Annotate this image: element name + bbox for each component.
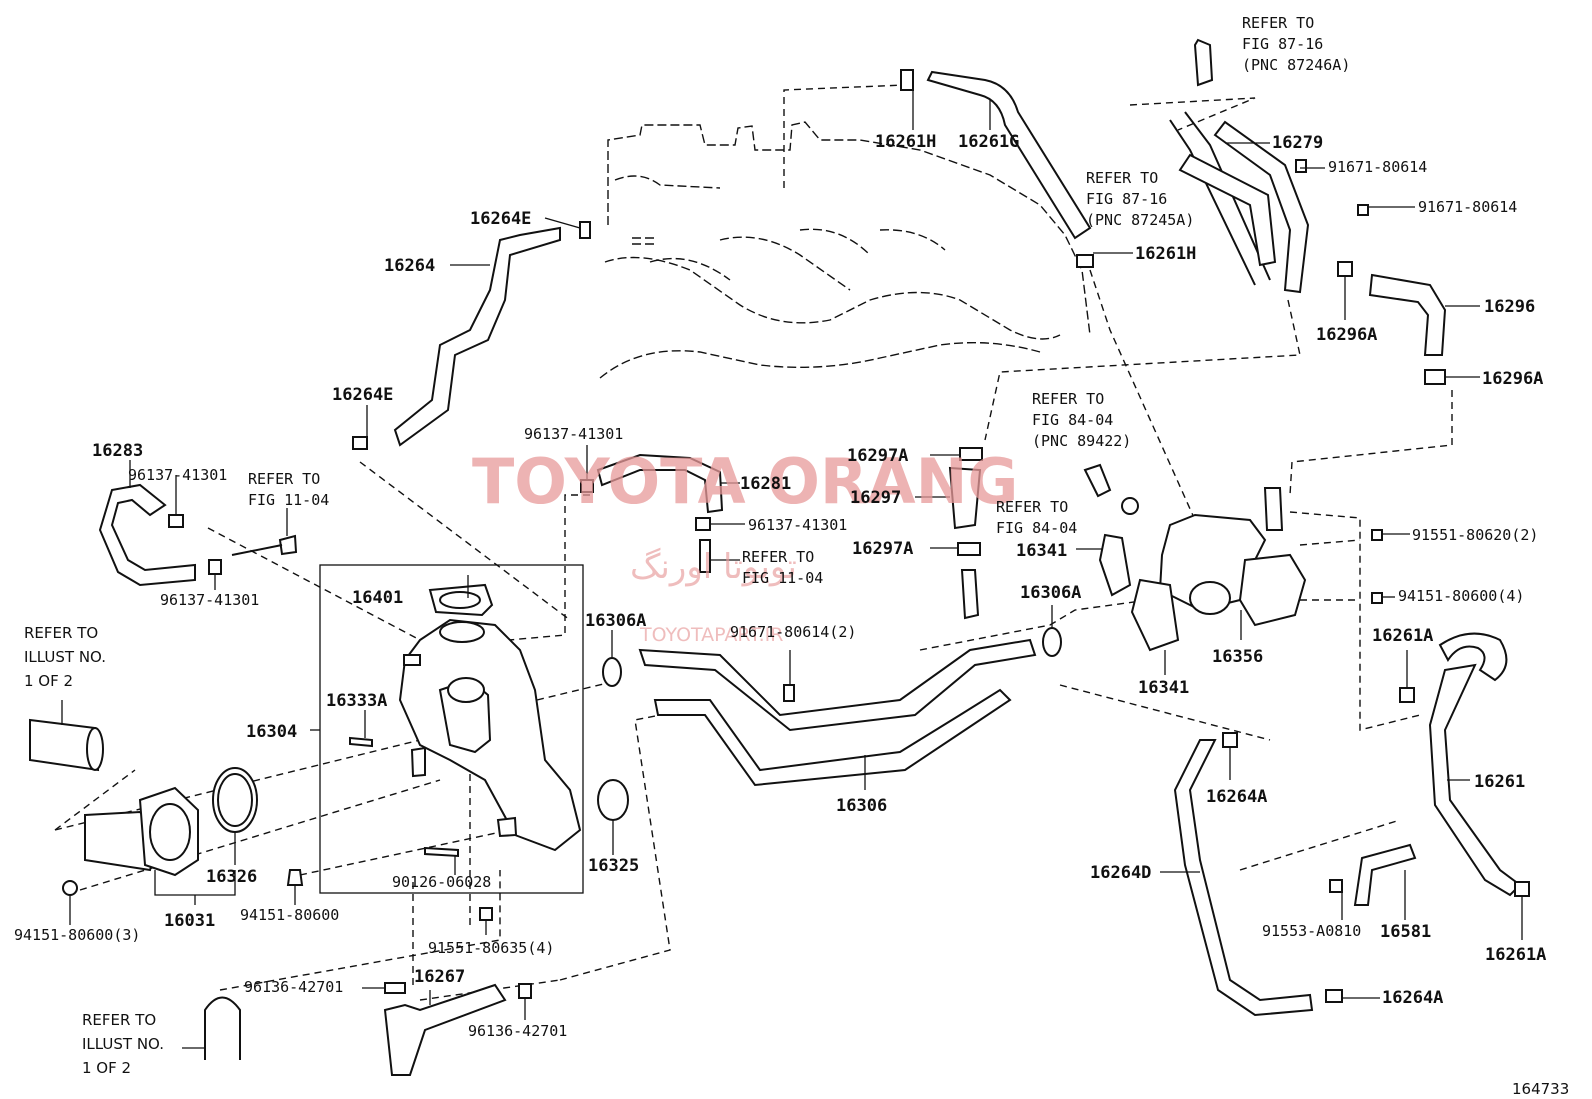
- part-label: 16264A: [1382, 988, 1443, 1008]
- part-label: 94151-80600(4): [1398, 587, 1524, 605]
- part-label: 94151-80600: [240, 906, 339, 924]
- part-label: 96137-41301: [748, 516, 847, 534]
- part-label: 16261: [1474, 772, 1525, 792]
- part-label: 16261G: [958, 132, 1019, 152]
- part-label: 16306A: [585, 611, 646, 631]
- water-pump-assembly: [286, 564, 584, 894]
- refer-note-line: FIG 11-04: [248, 491, 329, 509]
- part-label: 16304: [246, 722, 297, 742]
- part-label: 96136-42701: [468, 1022, 567, 1040]
- part-label: 96137-41301: [128, 466, 227, 484]
- watermark: TOYOTA ORANG تویوتا اورنگ TOYOTAPART.IR: [472, 445, 1018, 646]
- hoses: [29, 38, 1522, 1076]
- part-label: 96137-41301: [524, 425, 623, 443]
- part-label: 16261A: [1372, 626, 1433, 646]
- part-label: 16264E: [470, 209, 531, 229]
- part-label: 16326: [206, 867, 257, 887]
- engine-outline: [599, 121, 1091, 379]
- part-label: 96137-41301: [160, 591, 259, 609]
- part-label: 16297: [850, 488, 901, 508]
- part-label: 16341: [1016, 541, 1067, 561]
- part-label: 90126-06028: [392, 873, 491, 891]
- refer-note-line: FIG 84-04: [1032, 411, 1113, 429]
- diagram-id: 164733: [1512, 1080, 1569, 1098]
- clamps: [168, 69, 1530, 1003]
- refer-note-line: ILLUST NO.: [24, 648, 106, 666]
- part-label: 16333A: [326, 691, 387, 711]
- part-label: 16264E: [332, 385, 393, 405]
- refer-note-line: FIG 84-04: [996, 519, 1077, 537]
- part-label: 16261H: [1135, 244, 1196, 264]
- part-label: 16264: [384, 256, 435, 276]
- refer-note-line: REFER TO: [82, 1011, 156, 1029]
- part-label: 91551-80635(4): [428, 939, 554, 957]
- part-label: 16281: [740, 474, 791, 494]
- watermark-brand-fa: تویوتا اورنگ: [630, 547, 797, 587]
- refer-note-line: (PNC 87245A): [1086, 211, 1194, 229]
- part-label: 16341: [1138, 678, 1189, 698]
- part-label: 16261H: [875, 132, 936, 152]
- part-label: 91671-80614(2): [730, 623, 856, 641]
- part-label: 16296A: [1316, 325, 1377, 345]
- refer-note-line: 1 OF 2: [82, 1059, 131, 1077]
- part-label: 94151-80600(3): [14, 926, 140, 944]
- refer-note-line: REFER TO: [1086, 169, 1158, 187]
- water-outlet-assembly: [597, 463, 1307, 821]
- refer-note-line: FIG 87-16: [1086, 190, 1167, 208]
- refer-note-line: ILLUST NO.: [82, 1035, 164, 1053]
- refer-note-line: FIG 87-16: [1242, 35, 1323, 53]
- part-label: 16279: [1272, 133, 1323, 153]
- refer-note-line: FIG 11-04: [742, 569, 823, 587]
- part-label: 16296: [1484, 297, 1535, 317]
- part-label: 16297A: [852, 539, 913, 559]
- part-label: 16264D: [1090, 863, 1151, 883]
- refer-notes: REFER TO FIG 87-16 (PNC 87246A) REFER TO…: [24, 14, 1350, 1077]
- refer-note-line: REFER TO: [24, 624, 98, 642]
- part-label: 16325: [588, 856, 639, 876]
- part-label: 16306: [836, 796, 887, 816]
- part-label: 91671-80614: [1328, 158, 1427, 176]
- part-label: 16297A: [847, 446, 908, 466]
- part-label: 91553-A0810: [1262, 922, 1361, 940]
- leader-lines: [61, 90, 1523, 1049]
- refer-note-line: REFER TO: [248, 470, 320, 488]
- thermostat-assembly: [62, 767, 258, 896]
- part-label: 96136-42701: [244, 978, 343, 996]
- refer-note-line: REFER TO: [1242, 14, 1314, 32]
- watermark-brand: TOYOTA ORANG: [472, 445, 1018, 518]
- part-label: 16356: [1212, 647, 1263, 667]
- refer-note-line: (PNC 87246A): [1242, 56, 1350, 74]
- part-label: 91551-80620(2): [1412, 526, 1538, 544]
- part-label: 16581: [1380, 922, 1431, 942]
- refer-note-line: REFER TO: [1032, 390, 1104, 408]
- watermark-site: TOYOTAPART.IR: [639, 624, 783, 646]
- refer-note-line: (PNC 89422): [1032, 432, 1131, 450]
- refer-note-line: REFER TO: [742, 548, 814, 566]
- part-label: 16401: [352, 588, 403, 608]
- part-labels: 16261H 16261G 16279 91671-80614 91671-80…: [14, 132, 1569, 1098]
- part-label: 16306A: [1020, 583, 1081, 603]
- part-label: 16031: [164, 911, 215, 931]
- part-label: 16267: [414, 967, 465, 987]
- part-label: 16261A: [1485, 945, 1546, 965]
- part-label: 16296A: [1482, 369, 1543, 389]
- refer-note-line: REFER TO: [996, 498, 1068, 516]
- part-label: 16283: [92, 441, 143, 461]
- part-label: 16264A: [1206, 787, 1267, 807]
- part-label: 91671-80614: [1418, 198, 1517, 216]
- refer-note-line: 1 OF 2: [24, 672, 73, 690]
